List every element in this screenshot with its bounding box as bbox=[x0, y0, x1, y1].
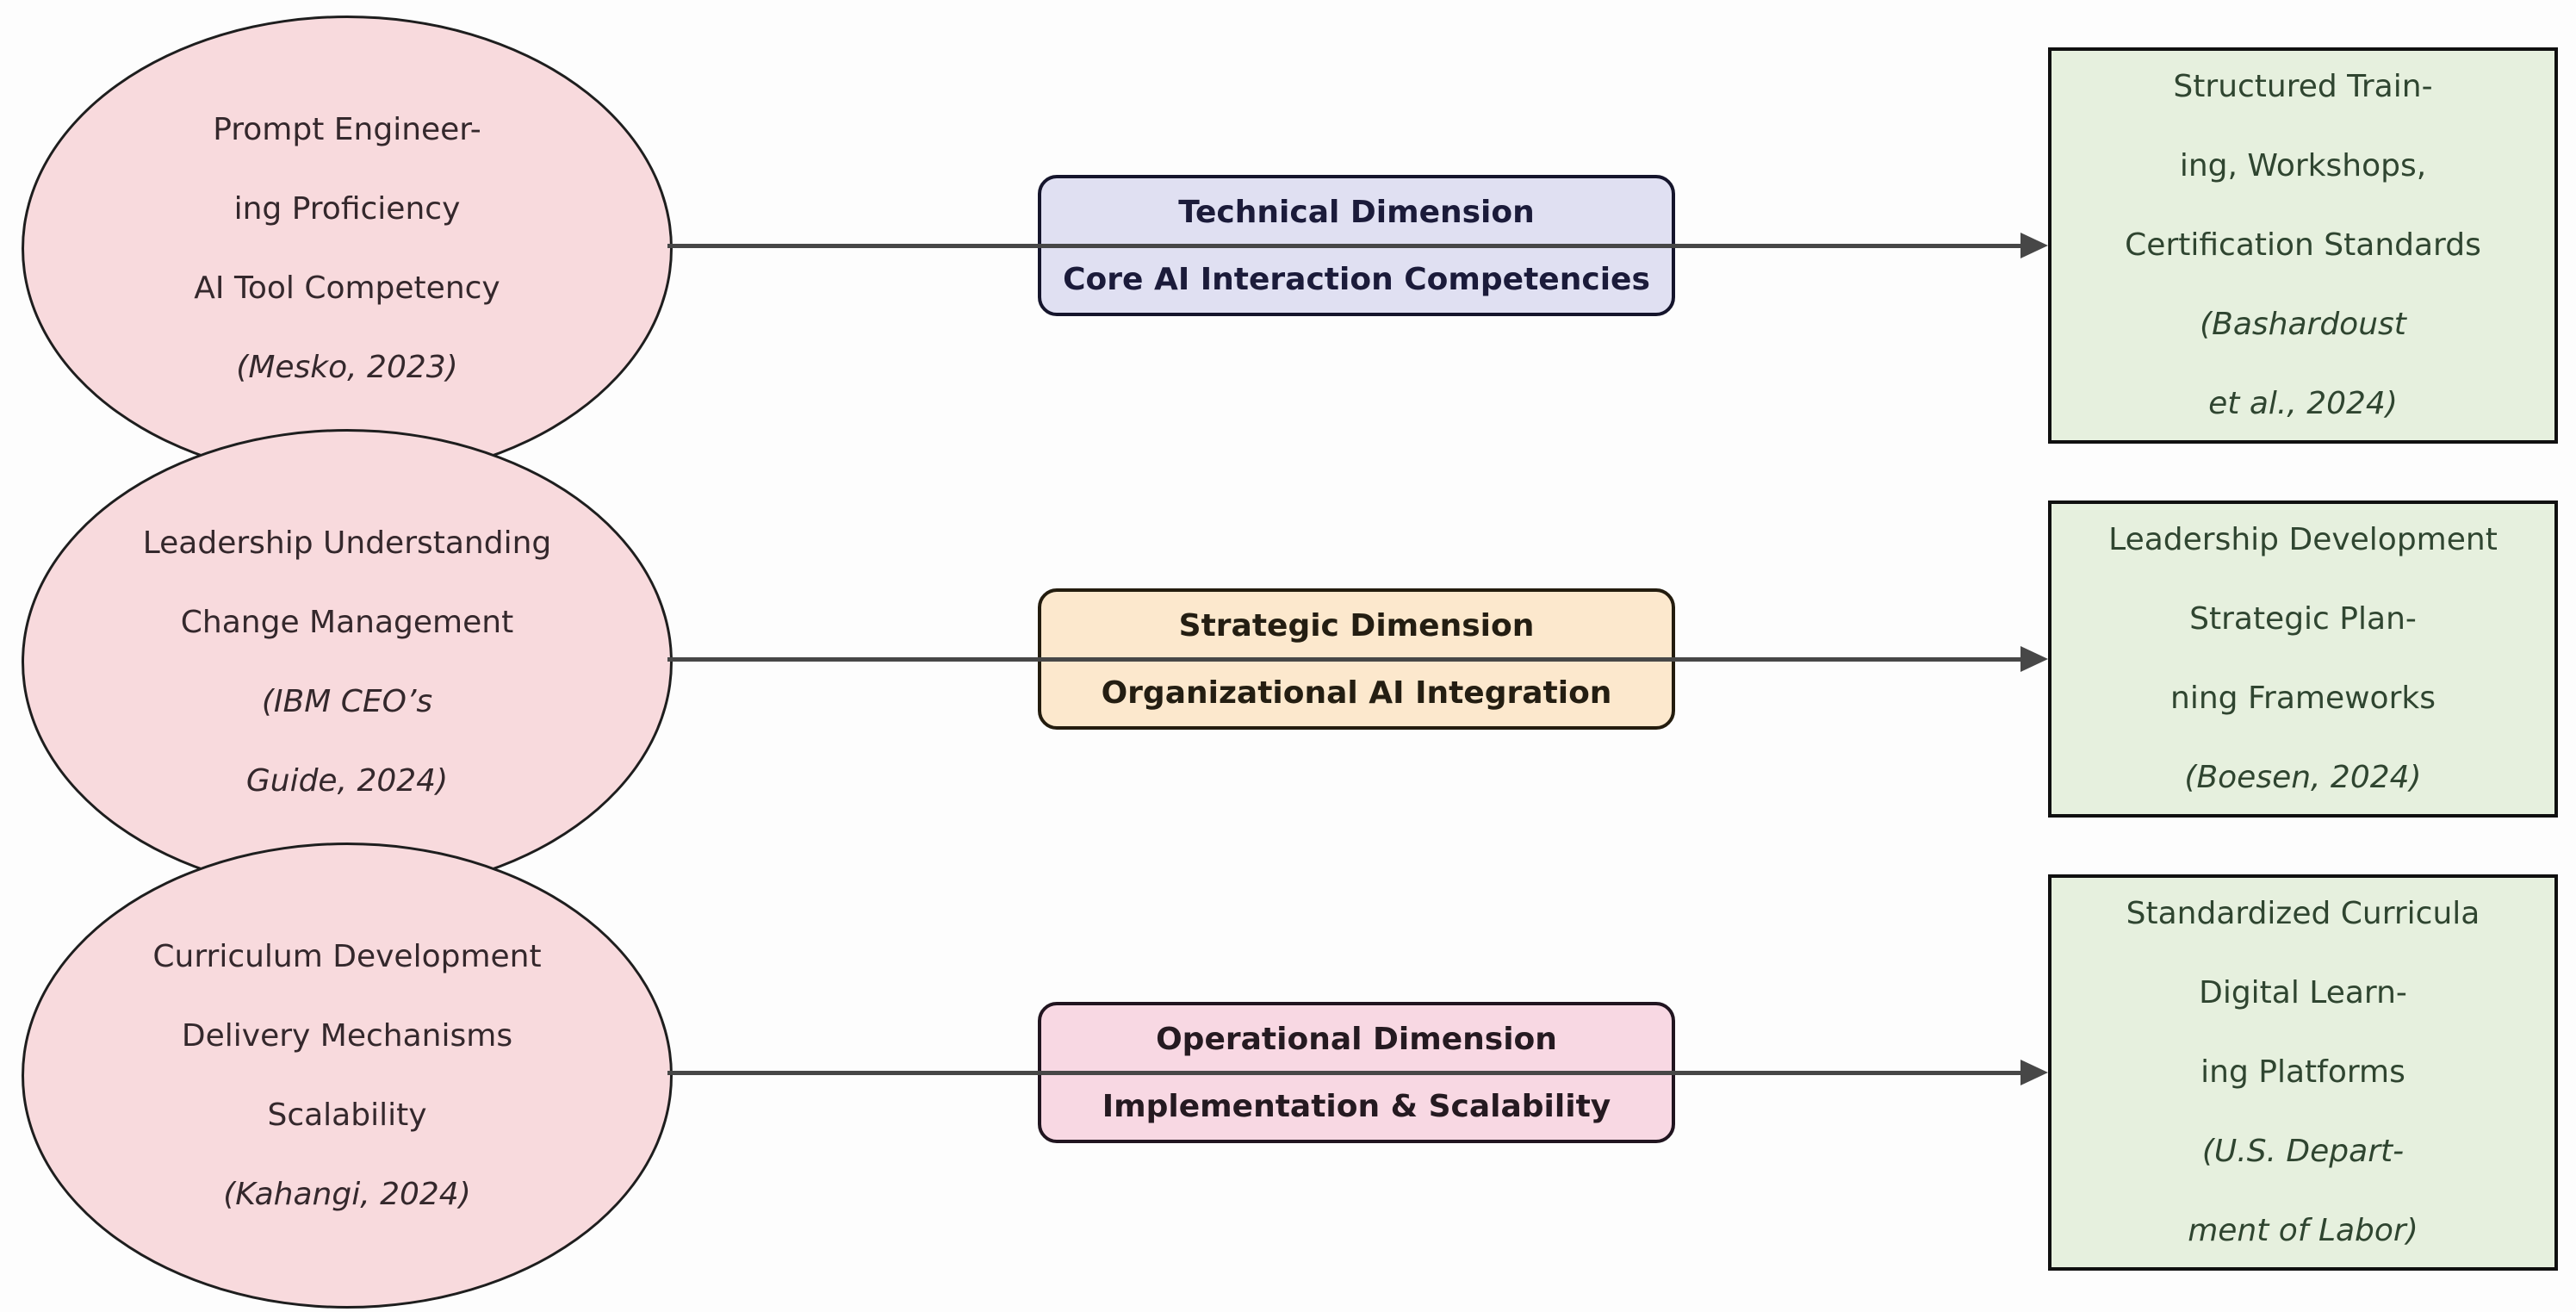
arrow-head-icon bbox=[2020, 233, 2048, 258]
connector-arrow-operational bbox=[667, 1060, 2048, 1085]
source-ellipse-technical: Prompt Engineer- ing Proficiency AI Tool… bbox=[22, 16, 673, 482]
citation-line: ment of Labor) bbox=[2188, 1213, 2418, 1248]
outcome-line: Structured Train- bbox=[2173, 69, 2433, 104]
outcome-line: Strategic Plan- bbox=[2189, 601, 2417, 637]
outcome-line: ing, Workshops, bbox=[2179, 148, 2427, 183]
outcome-line: Certification Standards bbox=[2125, 227, 2481, 263]
dimension-subtitle: Core AI Interaction Competencies bbox=[1063, 261, 1650, 297]
dimension-title: Technical Dimension bbox=[1178, 194, 1535, 230]
citation-line: (Mesko, 2023) bbox=[236, 349, 458, 385]
outcome-line: Leadership Development bbox=[2108, 522, 2498, 557]
connector-arrow-technical bbox=[667, 233, 2048, 258]
connector-arrow-strategic bbox=[667, 646, 2048, 672]
dimension-subtitle: Implementation & Scalability bbox=[1102, 1088, 1611, 1124]
outcome-box-strategic: Leadership Development Strategic Plan- n… bbox=[2048, 501, 2558, 818]
ellipse-line: Scalability bbox=[267, 1097, 427, 1133]
outcome-box-technical: Structured Train- ing, Workshops, Certif… bbox=[2048, 47, 2558, 444]
outcome-line: ing Platforms bbox=[2200, 1054, 2405, 1090]
ellipse-line: Prompt Engineer- bbox=[213, 111, 481, 147]
source-ellipse-operational: Curriculum Development Delivery Mechanis… bbox=[22, 843, 673, 1309]
source-ellipse-strategic: Leadership Understanding Change Manageme… bbox=[22, 429, 673, 895]
citation-line: (Bashardoust bbox=[2200, 307, 2406, 342]
dimension-title: Operational Dimension bbox=[1156, 1021, 1557, 1057]
ellipse-line: ing Proficiency bbox=[233, 190, 461, 227]
dimension-title: Strategic Dimension bbox=[1178, 607, 1535, 644]
outcome-box-operational: Standardized Curricula Digital Learn- in… bbox=[2048, 874, 2558, 1271]
arrow-head-icon bbox=[2020, 1060, 2048, 1085]
citation-line: (IBM CEO’s bbox=[261, 683, 433, 719]
ellipse-line: Curriculum Development bbox=[152, 938, 542, 974]
outcome-line: ning Frameworks bbox=[2170, 681, 2436, 716]
citation-line: Guide, 2024) bbox=[245, 762, 449, 799]
citation-line: (U.S. Depart- bbox=[2201, 1134, 2405, 1169]
ellipse-line: Delivery Mechanisms bbox=[181, 1017, 513, 1054]
citation-line: et al., 2024) bbox=[2208, 386, 2398, 421]
dimension-subtitle: Organizational AI Integration bbox=[1101, 675, 1612, 711]
outcome-line: Standardized Curricula bbox=[2126, 896, 2480, 931]
ellipse-line: AI Tool Competency bbox=[194, 270, 500, 306]
ellipse-line: Change Management bbox=[180, 604, 514, 640]
citation-line: (Kahangi, 2024) bbox=[223, 1176, 471, 1212]
ellipse-line: Leadership Understanding bbox=[142, 525, 552, 561]
outcome-line: Digital Learn- bbox=[2199, 975, 2407, 1010]
citation-line: (Boesen, 2024) bbox=[2184, 760, 2422, 795]
arrow-head-icon bbox=[2020, 646, 2048, 672]
